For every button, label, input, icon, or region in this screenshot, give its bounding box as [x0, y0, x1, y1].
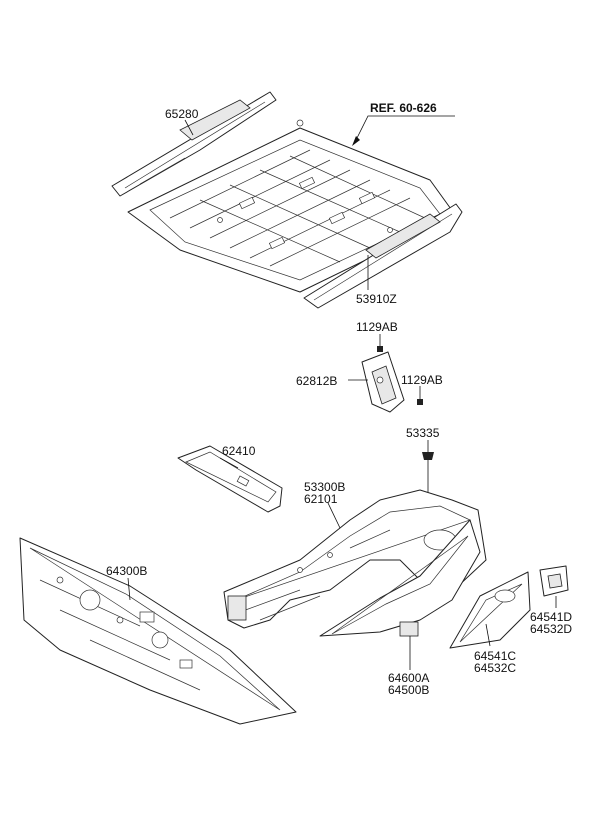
- side-rail-53910z: [303, 203, 463, 309]
- label-64541d: 64541D: [530, 610, 572, 624]
- label-53910z: 53910Z: [356, 292, 397, 306]
- dash-panel-64300b: [19, 537, 297, 725]
- label-64532d: 64532D: [530, 622, 572, 636]
- label-62410: 62410: [222, 444, 256, 458]
- label-64532c: 64532C: [474, 661, 516, 675]
- label-53300b: 53300B: [304, 480, 345, 494]
- leader-ref: [355, 115, 455, 141]
- label-62101: 62101: [304, 492, 338, 506]
- bolt-1129ab-top: [377, 334, 383, 352]
- bolt-1129ab-right: [417, 386, 423, 405]
- label-1129ab-top: 1129AB: [356, 320, 398, 334]
- bracket-64541d: [539, 565, 569, 597]
- bracket-62812b: [361, 351, 405, 413]
- leader-65280: [184, 119, 194, 136]
- label-53335: 53335: [406, 426, 440, 440]
- side-member-64541c: [449, 571, 531, 649]
- leader-64300b: [127, 577, 131, 601]
- label-1129ab-right: 1129AB: [401, 373, 443, 387]
- label-64541c: 64541C: [474, 649, 516, 663]
- label-62812b: 62812B: [296, 374, 337, 388]
- label-64300b: 64300B: [106, 564, 147, 578]
- side-rail-65280: [111, 91, 277, 197]
- crossmember-62410: [177, 445, 283, 513]
- label-ref: REF. 60-626: [370, 101, 437, 115]
- label-64600a: 64600A: [388, 671, 429, 685]
- leader-53300b: [327, 502, 341, 529]
- leader-62410: [219, 457, 239, 469]
- side-member-64600a: [319, 519, 481, 637]
- floor-pan-panel: [127, 119, 457, 293]
- ref-arrow-head: [352, 136, 360, 146]
- label-64500b: 64500B: [388, 683, 429, 697]
- leader-64541c: [485, 623, 491, 647]
- label-65280: 65280: [165, 107, 199, 121]
